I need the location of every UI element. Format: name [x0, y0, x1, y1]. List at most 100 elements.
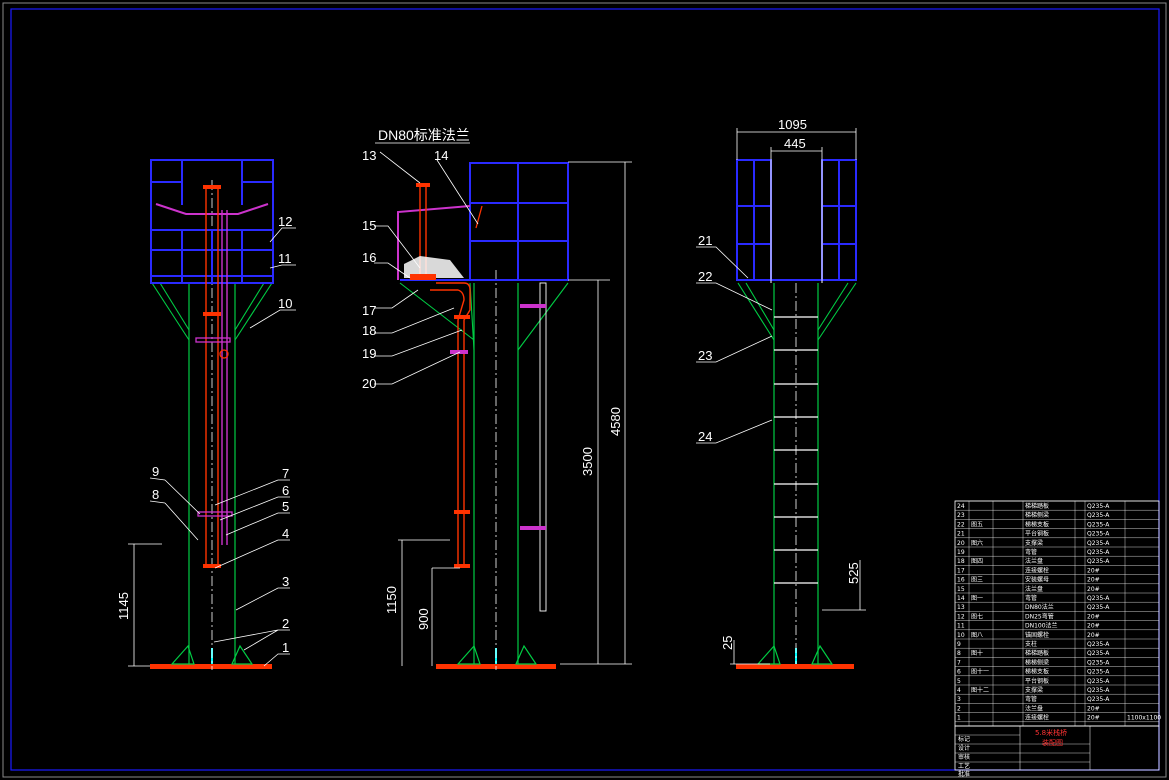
- label-2: 2: [282, 616, 289, 631]
- bom-row-name: 平台钢板: [1025, 530, 1049, 538]
- bom-row-drawing-ref: 图七: [971, 612, 983, 620]
- bom-row-number: 1: [957, 715, 961, 722]
- bom-row-number: 11: [957, 623, 965, 630]
- bom-row-material: Q235-A: [1087, 595, 1110, 602]
- dim-v2-4580: 4580: [608, 407, 623, 436]
- bom-row-name: 梯梯踏板: [1025, 649, 1049, 657]
- label-24: 24: [698, 429, 712, 444]
- bom-row-drawing-ref: 图一: [971, 595, 983, 602]
- bom-row-number: 10: [957, 632, 965, 639]
- title-row-3: 审核: [958, 753, 970, 761]
- bom-row-material: Q235-A: [1087, 549, 1110, 556]
- bom-row-material: Q235-A: [1087, 678, 1110, 685]
- bom-row-number: 24: [957, 503, 965, 510]
- label-20: 20: [362, 376, 376, 391]
- ladder-rungs: [774, 316, 818, 584]
- label-5: 5: [282, 499, 289, 514]
- label-7: 7: [282, 466, 289, 481]
- bom-row-number: 13: [957, 604, 965, 611]
- label-22: 22: [698, 269, 712, 284]
- bom-row-material: 20#: [1087, 705, 1100, 712]
- title-row-2: 设计: [958, 744, 970, 752]
- bom-row-material: Q235-A: [1087, 521, 1110, 528]
- bom-row-drawing-ref: 图十一: [971, 668, 989, 676]
- platform-frame: [150, 159, 274, 284]
- bom-row-material: Q235-A: [1087, 650, 1110, 657]
- bom-row-name: 梯梯侧梁: [1025, 511, 1049, 519]
- bom-row-name: 安装螺母: [1025, 576, 1049, 584]
- bom-row-material: 20#: [1087, 715, 1100, 722]
- drawing-frame: [10, 8, 1160, 771]
- bom-row-material: Q235-A: [1087, 512, 1110, 519]
- bom-row-number: 18: [957, 558, 965, 565]
- label-21: 21: [698, 233, 712, 248]
- bom-row-name: 梯梯支板: [1025, 668, 1049, 676]
- bom-row-material: Q235-A: [1087, 641, 1110, 648]
- flange-note: DN80标准法兰: [378, 127, 470, 143]
- base-plate-3: [736, 664, 854, 669]
- bom-row-number: 22: [957, 521, 965, 528]
- platform-frame-3: [736, 159, 857, 281]
- label-4: 4: [282, 526, 289, 541]
- label-6: 6: [282, 483, 289, 498]
- bom-row-material: Q235-A: [1087, 659, 1110, 666]
- bom-row-number: 2: [957, 705, 961, 712]
- bom-row-name: DN80法兰: [1025, 603, 1054, 611]
- bom-scale: 1100x1100: [1127, 715, 1161, 722]
- bom-row-number: 7: [957, 659, 961, 666]
- side-elevation-view: DN80标准法兰 13 14 15 16 17 18 19 20 1150 90…: [362, 127, 632, 670]
- label-12: 12: [278, 214, 292, 229]
- label-18: 18: [362, 323, 376, 338]
- view3-part-labels: 21 22 23 24: [698, 233, 712, 444]
- label-23: 23: [698, 348, 712, 363]
- bom-row-material: Q235-A: [1087, 604, 1110, 611]
- bom-row-name: 连接螺栓: [1025, 714, 1049, 722]
- label-17: 17: [362, 303, 376, 318]
- bom-row-name: 梯梯踏板: [1025, 502, 1049, 510]
- title-block: 5.8米栈桥 装配图 标记 设计 审核 工艺 批准: [954, 725, 1160, 778]
- end-elevation-view: 1095 445 525 25 21 22 23 24: [696, 117, 866, 669]
- title-row-4: 工艺: [958, 762, 970, 770]
- bom-row-number: 20: [957, 540, 965, 547]
- bom-row-number: 12: [957, 613, 965, 620]
- dim-v2-1150: 1150: [384, 586, 399, 614]
- bom-row-material: 20#: [1087, 577, 1100, 584]
- label-15: 15: [362, 218, 376, 233]
- bom-row-drawing-ref: 图八: [971, 632, 983, 639]
- front-elevation-view: 12 11 10 9 8 7 6 5 4 3 2 1 1145: [116, 159, 296, 670]
- bom-row-number: 4: [957, 687, 961, 694]
- bom-row-drawing-ref: 图十: [971, 649, 983, 657]
- bom-row-name: 梯梯侧梁: [1025, 658, 1049, 666]
- bom-row-number: 23: [957, 512, 965, 519]
- dim-v2-900: 900: [416, 608, 431, 630]
- bom-row-number: 5: [957, 678, 961, 685]
- bom-row-name: 平台钢板: [1025, 677, 1049, 685]
- label-16: 16: [362, 250, 376, 265]
- bom-row-name: DN100法兰: [1025, 622, 1058, 630]
- dim-v1-height: 1145: [116, 592, 131, 620]
- bom-row-material: Q235-A: [1087, 669, 1110, 676]
- dim-v3-525: 525: [846, 562, 861, 584]
- label-8: 8: [152, 487, 159, 502]
- bom-row-number: 16: [957, 577, 965, 584]
- view2-part-labels: 13 14 15 16 17 18 19 20: [362, 148, 448, 391]
- dim-v2-3500: 3500: [580, 447, 595, 476]
- bom-row-material: Q235-A: [1087, 687, 1110, 694]
- label-14: 14: [434, 148, 448, 163]
- bom-row-name: 法兰盘: [1025, 557, 1043, 565]
- bom-row-drawing-ref: 图六: [971, 539, 983, 547]
- bom-row-number: 19: [957, 549, 965, 556]
- title-row-1: 标记: [958, 735, 970, 743]
- bom-row-material: Q235-A: [1087, 696, 1110, 703]
- bom-row-number: 21: [957, 531, 965, 538]
- bom-row-name: 法兰盘: [1025, 704, 1043, 712]
- label-19: 19: [362, 346, 376, 361]
- bom-row-drawing-ref: 图四: [971, 558, 983, 565]
- bom-row-name: 锚固螺栓: [1025, 631, 1049, 639]
- dim-v3-445: 445: [784, 136, 806, 151]
- dim-v3-1095: 1095: [778, 117, 807, 132]
- bom-row-material: 20#: [1087, 613, 1100, 620]
